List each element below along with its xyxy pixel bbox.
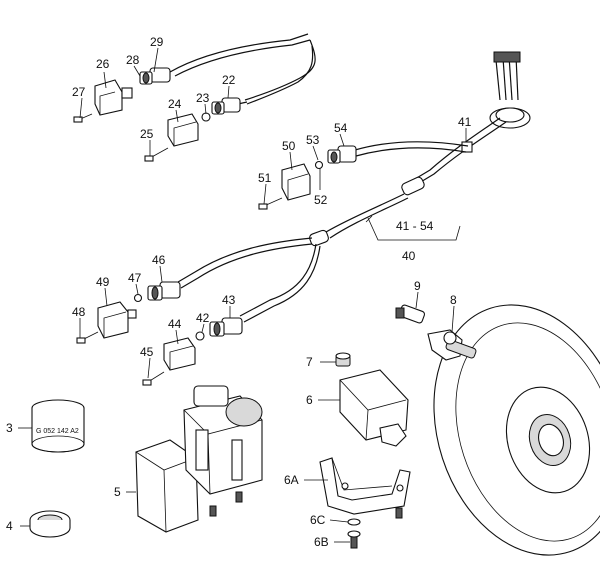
part-marking-text: G 052 142 A2 bbox=[36, 428, 79, 435]
label-50: 50 bbox=[282, 139, 296, 153]
connector-group-42-45 bbox=[142, 317, 243, 386]
sensor-unit-6-7 bbox=[335, 352, 409, 447]
label-28: 28 bbox=[126, 53, 140, 67]
label-6A: 6A bbox=[284, 473, 299, 487]
label-3: 3 bbox=[6, 421, 13, 435]
label-41: 41 bbox=[458, 115, 472, 129]
label-22: 22 bbox=[222, 73, 236, 87]
label-42: 42 bbox=[196, 311, 210, 325]
label-46: 46 bbox=[152, 253, 166, 267]
label-24: 24 bbox=[168, 97, 182, 111]
label-40: 40 bbox=[402, 249, 416, 263]
label-52: 52 bbox=[314, 193, 328, 207]
label-45: 45 bbox=[140, 345, 154, 359]
label-8: 8 bbox=[450, 293, 457, 307]
upper-harness-wires bbox=[169, 33, 316, 105]
connector-group-50-54 bbox=[258, 145, 357, 210]
label-5: 5 bbox=[114, 485, 121, 499]
connector-group-22-25 bbox=[144, 97, 241, 162]
label-6B: 6B bbox=[314, 535, 329, 549]
label-9: 9 bbox=[414, 279, 421, 293]
label-49: 49 bbox=[96, 275, 110, 289]
connector-group-46-49 bbox=[76, 281, 181, 344]
label-43: 43 bbox=[222, 293, 236, 307]
main-harness bbox=[177, 51, 531, 323]
label-7: 7 bbox=[306, 355, 313, 369]
abs-control-unit-5 bbox=[135, 385, 263, 533]
label-6: 6 bbox=[306, 393, 313, 407]
leader-lines bbox=[18, 47, 467, 543]
label-51: 51 bbox=[258, 171, 272, 185]
label-41-54: 41 - 54 bbox=[396, 219, 434, 233]
label-27: 27 bbox=[72, 85, 86, 99]
label-23: 23 bbox=[196, 91, 210, 105]
label-44: 44 bbox=[168, 317, 182, 331]
label-53: 53 bbox=[306, 133, 320, 147]
ring-part-3: G 052 142 A2 bbox=[31, 399, 85, 453]
label-48: 48 bbox=[72, 305, 86, 319]
part-labels: 29 26 28 27 22 24 23 25 41 54 50 53 51 5… bbox=[6, 35, 472, 549]
brake-disc bbox=[433, 304, 600, 556]
label-6C: 6C bbox=[310, 513, 326, 527]
connector-group-26-29 bbox=[73, 67, 171, 123]
wheel-speed-sensor-8-9 bbox=[395, 304, 477, 361]
label-47: 47 bbox=[128, 271, 142, 285]
label-54: 54 bbox=[334, 121, 348, 135]
label-4: 4 bbox=[6, 519, 13, 533]
label-29: 29 bbox=[150, 35, 164, 49]
label-26: 26 bbox=[96, 57, 110, 71]
grommet-part-4 bbox=[29, 510, 71, 538]
label-25: 25 bbox=[140, 127, 154, 141]
bracket-6A-6B-6C bbox=[319, 457, 411, 549]
